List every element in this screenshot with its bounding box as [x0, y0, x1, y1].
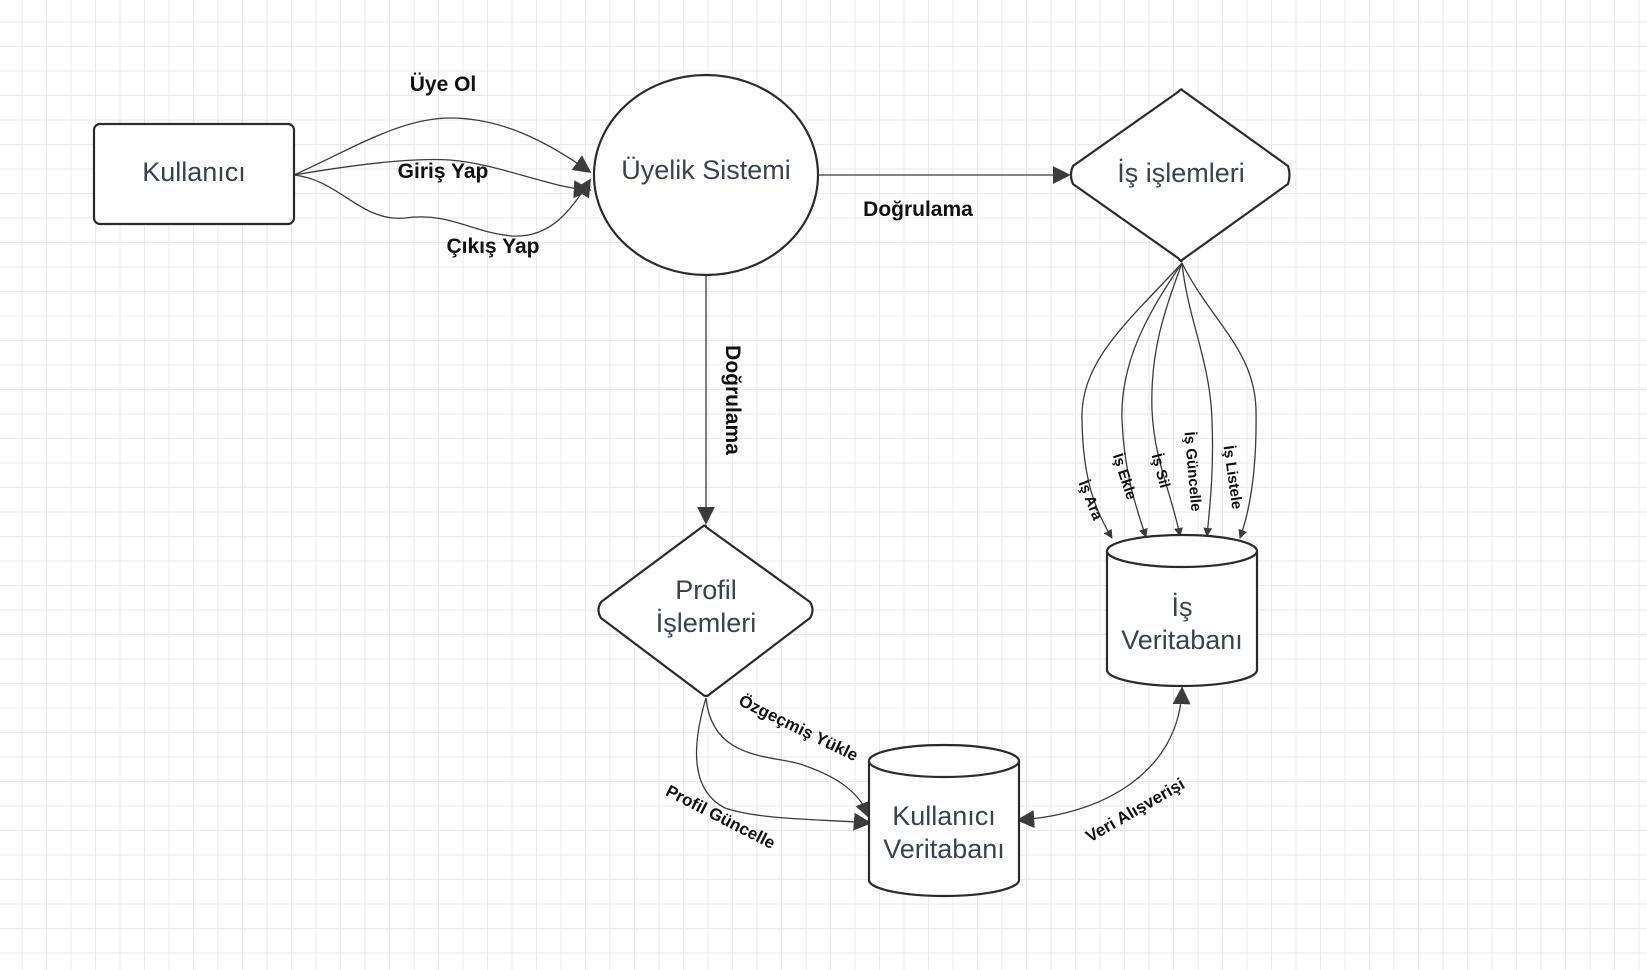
- edge-ozgecmis-yukle[interactable]: [705, 697, 873, 820]
- edge-veri-alisverisi[interactable]: [1016, 686, 1191, 829]
- edges: [293, 117, 1257, 831]
- label-is-guncelle: İş Güncelle: [1181, 431, 1205, 512]
- label-veri-alisverisi: Veri Alışverişi: [1082, 774, 1188, 846]
- node-profil-islemleri[interactable]: Profil İşlemleri: [597, 524, 814, 698]
- node-kullanici-veritabani-line-1: Kullanıcı: [892, 801, 996, 831]
- node-is-veritabani-line-1: İş: [1171, 591, 1192, 622]
- label-dogrulama-vertical: Doğrulama: [721, 345, 744, 455]
- node-is-islemleri[interactable]: İş işlemleri: [1069, 88, 1291, 263]
- label-is-ara: İş Ara: [1075, 478, 1106, 523]
- edge-is-ekle[interactable]: [1121, 262, 1183, 538]
- node-profil-islemleri-line-2: İşlemleri: [656, 607, 757, 638]
- label-is-ekle: İş Ekle: [1109, 451, 1140, 501]
- node-kullanici-veritabani-line-2: Veritabanı: [883, 834, 1005, 864]
- edge-uye-ol[interactable]: [293, 117, 592, 176]
- edge-giris-yap[interactable]: [293, 158, 592, 199]
- edge-is-ara[interactable]: [1081, 262, 1183, 539]
- edge-profil-guncelle[interactable]: [695, 697, 872, 831]
- edge-is-listele[interactable]: [1181, 262, 1257, 539]
- node-kullanici[interactable]: Kullanıcı: [92, 122, 296, 226]
- edge-is-guncelle[interactable]: [1181, 262, 1214, 537]
- label-giris-yap: Giriş Yap: [398, 160, 489, 183]
- node-uyelik-sistemi-label: Üyelik Sistemi: [621, 155, 791, 185]
- label-uye-ol: Üye Ol: [410, 73, 477, 96]
- edge-cikis-yap[interactable]: [293, 174, 591, 237]
- node-is-veritabani[interactable]: İş Veritabanı: [1105, 533, 1259, 688]
- node-is-veritabani-line-2: Veritabanı: [1121, 625, 1243, 655]
- label-is-listele: İş Listele: [1220, 444, 1246, 510]
- node-is-islemleri-label: İş işlemleri: [1117, 157, 1245, 188]
- node-uyelik-sistemi[interactable]: Üyelik Sistemi: [592, 73, 820, 277]
- label-dogrulama-horizontal: Doğrulama: [863, 198, 973, 221]
- node-kullanici-veritabani[interactable]: Kullanıcı Veritabanı: [867, 743, 1021, 898]
- label-profil-guncelle: Profil Güncelle: [663, 781, 779, 852]
- node-kullanici-label: Kullanıcı: [142, 157, 246, 187]
- edge-is-sil[interactable]: [1151, 262, 1183, 537]
- label-cikis-yap: Çıkış Yap: [446, 235, 539, 258]
- label-is-sil: İş Sil: [1148, 452, 1173, 490]
- node-profil-islemleri-line-1: Profil: [675, 575, 737, 605]
